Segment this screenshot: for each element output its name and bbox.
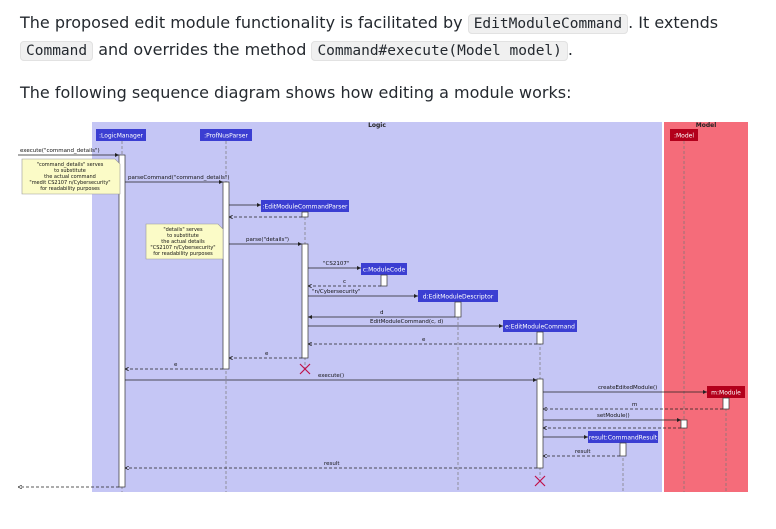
intro-text-4: . <box>567 40 573 59</box>
activation-model <box>680 419 688 429</box>
label-result-2: result <box>324 461 340 467</box>
label-d: d <box>380 310 384 316</box>
label-e2: e <box>265 351 269 357</box>
command-code: Command <box>20 41 94 61</box>
intro-text-2: . It extends <box>628 13 719 32</box>
activation-descriptor <box>454 301 462 318</box>
activation-logic-manager <box>118 154 126 488</box>
label-create-edited: createEditedModule() <box>598 385 657 391</box>
logic-frame <box>92 122 662 492</box>
participant-model-box <box>670 129 698 141</box>
note2-line-5: for readability purposes <box>153 251 213 257</box>
participant-module-code: c:ModuleCode <box>363 267 406 274</box>
label-parse-command: parseCommand("command_details") <box>128 175 230 181</box>
participant-edit-parser-box <box>261 200 349 212</box>
activation-module <box>722 397 730 410</box>
note2-line-4: "CS2107 n/Cybersecurity" <box>150 245 215 251</box>
intro-paragraph: The proposed edit module functionality i… <box>20 10 760 64</box>
note1-line-5: for readability purposes <box>40 186 100 192</box>
activation-module-code <box>380 274 388 287</box>
activation-command-ctor <box>536 331 544 345</box>
note-details <box>145 223 224 260</box>
model-frame-label: Model <box>696 122 717 129</box>
label-result: result <box>575 449 591 455</box>
participant-command-box <box>503 320 577 332</box>
participant-descriptor-box <box>418 290 498 302</box>
label-code-arg: "CS2107" <box>323 261 349 267</box>
label-parse: parse("details") <box>246 237 289 243</box>
note1-line-2: to substitute <box>54 168 86 174</box>
note-command-details <box>21 158 121 195</box>
participant-logic-manager: :LogicManager <box>99 133 144 140</box>
label-descriptor-arg: "n/Cybersecurity" <box>312 289 361 295</box>
label-edit-ctor: EditModuleCommand(c, d) <box>370 319 443 325</box>
label-m: m <box>632 402 637 408</box>
activation-result <box>619 442 627 457</box>
note1-line-3: the actual command <box>44 174 96 180</box>
model-frame <box>664 122 748 492</box>
participant-parser: :ProfNusParser <box>204 133 248 140</box>
label-execute: execute() <box>318 373 344 379</box>
logic-frame-label: Logic <box>368 122 386 129</box>
participant-command: e:EditModuleCommand <box>505 324 575 331</box>
execute-method-code: Command#execute(Model model) <box>311 41 568 61</box>
edit-module-command-code: EditModuleCommand <box>467 14 629 34</box>
label-execute-in: execute("command_details") <box>20 148 100 154</box>
participant-result-box <box>588 431 658 443</box>
participant-module: m:Module <box>711 390 741 397</box>
participant-descriptor: d:EditModuleDescriptor <box>423 294 494 301</box>
activation-command-execute <box>536 378 544 469</box>
activation-edit-parser-ctor <box>301 211 309 218</box>
label-c: c <box>343 279 346 285</box>
note2-line-1: "details" serves <box>163 227 203 233</box>
intro-text-3: and overrides the method <box>93 40 312 59</box>
note1-line-1: "command_details" serves <box>37 162 104 168</box>
participant-module-code-box <box>361 263 407 275</box>
label-set-module: setModule() <box>597 413 630 419</box>
note1-line-4: "medit CS2107 n/Cybersecurity" <box>29 180 110 186</box>
destroy-command-icon <box>534 475 546 487</box>
participant-model: :Model <box>674 133 694 140</box>
note2-line-3: the actual details <box>161 239 205 245</box>
participant-logic-manager-box <box>96 129 146 141</box>
intro-text-1: The proposed edit module functionality i… <box>20 13 468 32</box>
sequence-diagram: Logic Model :LogicManager :ProfNusParser… <box>18 122 748 492</box>
activation-edit-parser-parse <box>301 243 309 359</box>
label-e3: e <box>174 362 178 368</box>
diagram-caption: The following sequence diagram shows how… <box>20 83 572 102</box>
participant-edit-parser: :EditModuleCommandParser <box>262 204 348 211</box>
participant-parser-box <box>200 129 252 141</box>
note2-line-2: to substitute <box>167 233 199 239</box>
activation-parser <box>222 181 230 370</box>
destroy-edit-parser-icon <box>299 363 311 375</box>
participant-result: result:CommandResult <box>589 435 658 442</box>
participant-module-box <box>707 386 745 398</box>
label-e1: e <box>422 337 426 343</box>
